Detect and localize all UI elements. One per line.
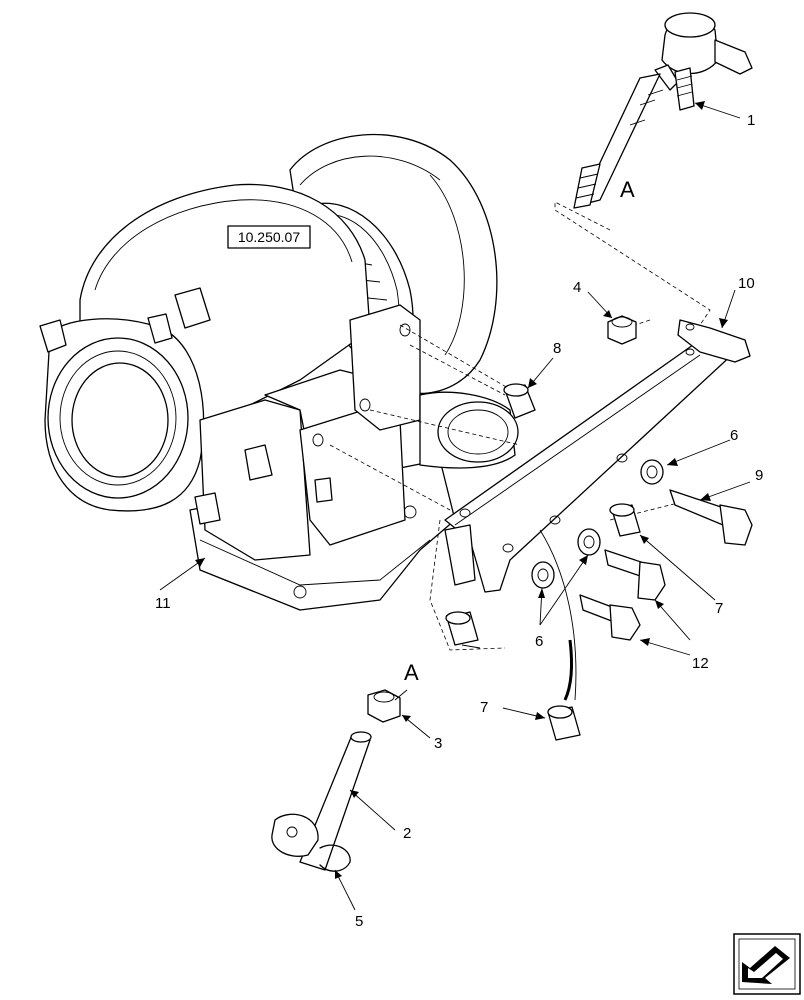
- leader-lines: [159, 101, 751, 911]
- callout-7-right: 7: [715, 600, 723, 617]
- bracket: [444, 319, 751, 701]
- callout-3: 3: [434, 735, 442, 752]
- wastegate-actuator: [573, 12, 753, 209]
- turbocharger-housing: 10.250.07: [39, 133, 498, 512]
- callout-6-upper: 6: [730, 427, 738, 444]
- nut-4: [607, 315, 637, 345]
- washer-6-upper: [640, 459, 664, 485]
- callout-5: 5: [355, 913, 363, 930]
- callout-11: 11: [155, 595, 171, 612]
- assembly-guide-lines: [329, 201, 711, 651]
- callout-1: 1: [747, 112, 755, 129]
- callout-6-lower: 6: [535, 633, 543, 650]
- marker-a-bottom: A: [404, 660, 419, 685]
- callout-10: 10: [738, 275, 755, 292]
- turbine-body: [189, 304, 519, 611]
- reference-label: 10.250.07: [238, 229, 300, 245]
- clip-5: [319, 844, 351, 872]
- washer-6-lower: [531, 561, 555, 589]
- washer-6-mid: [577, 528, 601, 556]
- hardware-parts: [271, 315, 753, 872]
- callout-9: 9: [755, 467, 763, 484]
- reference-box: [227, 225, 311, 249]
- callout-2: 2: [403, 825, 411, 842]
- callout-12: 12: [692, 655, 709, 672]
- next-page-arrow-icon[interactable]: [733, 933, 801, 995]
- callout-numbers: 1 2 3 4 5 6 6 7 7 8 9 10 11 12 A A: [155, 112, 763, 930]
- marker-a-top: A: [620, 177, 635, 202]
- callout-7-left: 7: [480, 699, 488, 716]
- callout-8: 8: [553, 340, 561, 357]
- callout-4: 4: [573, 279, 581, 296]
- nut-3: [367, 689, 401, 723]
